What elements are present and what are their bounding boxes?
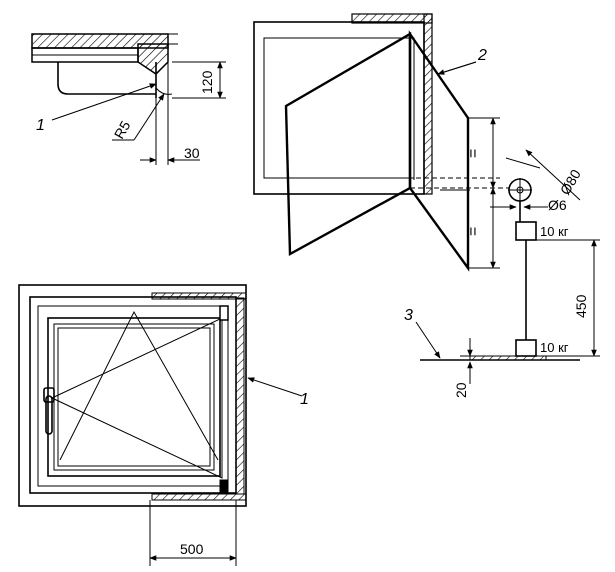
- radius-label: R5: [111, 118, 134, 142]
- callout-2: 2: [477, 47, 487, 64]
- test-setup-diagram: = = 2 Ø80 Ø6 10 кг 10 кг 450: [253, 13, 600, 398]
- dia-6-label: Ø6: [548, 197, 567, 213]
- dim-500-label: 500: [180, 541, 204, 557]
- bottom-weight-label: 10 кг: [540, 340, 569, 355]
- callout-3: 3: [404, 307, 413, 324]
- equal-bottom-label: =: [465, 227, 482, 236]
- callout-1-detail: 1: [36, 117, 45, 134]
- callout-1-window: 1: [300, 391, 309, 408]
- equal-top-label: =: [465, 149, 482, 158]
- hinge-top: [219, 305, 229, 321]
- dim-450-label: 450: [573, 294, 589, 318]
- bottom-weight: [515, 339, 537, 357]
- top-weight: [515, 221, 537, 241]
- section-detail-1: 120 30 R5 1: [31, 33, 226, 165]
- sash-body: [57, 62, 156, 95]
- sash-frame: [47, 317, 221, 477]
- sash-edge-panel: [408, 30, 470, 272]
- dim-20-label: 20: [453, 382, 469, 398]
- tilt-indicator-lines: [59, 310, 219, 461]
- mounting-strip-right: [235, 297, 245, 495]
- mounting-strip-bottom: [151, 493, 247, 501]
- turn-indicator-lines: [51, 317, 223, 479]
- dim-30-label: 30: [184, 145, 200, 161]
- corner-seal-hatched: [137, 43, 169, 75]
- window-front-view: 1 500: [18, 284, 309, 566]
- dim-120-label: 120: [199, 70, 215, 94]
- mounting-strip-top: [151, 292, 247, 300]
- hinge-bottom: [219, 479, 229, 493]
- top-weight-label: 10 кг: [540, 224, 569, 239]
- open-sash-panel: [284, 31, 412, 257]
- window-handle: [43, 387, 55, 435]
- outer-frame: [253, 21, 425, 195]
- window-outer-frame: [18, 284, 247, 507]
- dia-80-label: Ø80: [557, 166, 584, 197]
